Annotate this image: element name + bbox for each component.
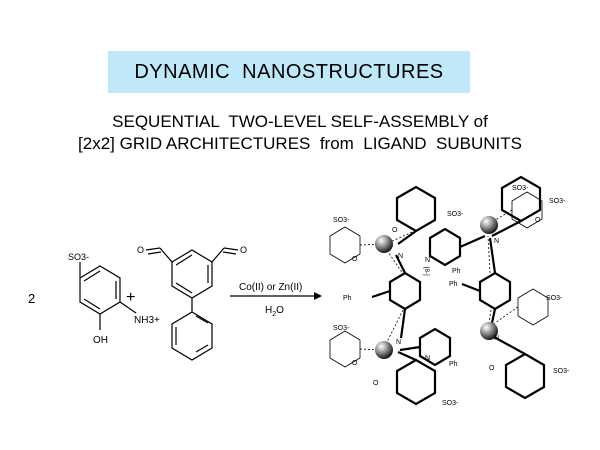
nitrogen-label-3: N (494, 238, 499, 245)
phenyl-label-4: Ph (449, 361, 458, 368)
so3-label: SO3- (68, 252, 89, 262)
coefficient: 2 (28, 291, 35, 306)
metal-ion-bottom-left (375, 341, 393, 359)
sulfonate-label-2: SO3- (549, 198, 566, 205)
oxygen-label-6: O (352, 360, 358, 367)
metal-ion-top-right (480, 216, 498, 234)
oxygen-label-5: O (352, 256, 358, 263)
metal-ion-top-left (375, 235, 393, 253)
nh3-label: NH3+ (134, 315, 160, 326)
sulfonate-label-6: SO3- (442, 400, 459, 407)
aldehyde-oxygen-left: O (137, 245, 144, 255)
grid-complex-product (329, 175, 549, 406)
reactant-biphenyl-dialdehyde (145, 247, 239, 361)
aldehyde-oxygen-right: O (240, 245, 247, 255)
phenyl-label-2: Ph (449, 281, 458, 288)
oxygen-label-4: O (489, 365, 495, 372)
page-title: DYNAMIC NANOSTRUCTURES (108, 51, 470, 93)
metal-ion-bottom-right (480, 322, 498, 340)
oh-label: OH (93, 335, 108, 346)
oxygen-label-3: O (373, 380, 379, 387)
charge-tag: [8-] (423, 267, 429, 276)
sulfonate-label-3: SO3- (512, 185, 529, 192)
sulfonate-label-1: SO3- (447, 211, 464, 218)
nitrogen-label-1: N (398, 253, 403, 260)
reaction-arrow (230, 292, 322, 300)
sulfonate-label-5: SO3- (333, 325, 350, 332)
nitrogen-label-6: N (494, 335, 499, 342)
subtitle-line-2: [2x2] GRID ARCHITECTURES from LIGAND SUB… (78, 134, 522, 153)
sulfonate-label-4: SO3- (333, 217, 350, 224)
sulfonate-label-7: SO3- (553, 368, 570, 375)
phenyl-label-3: Ph (452, 268, 461, 275)
subtitle-line-1: SEQUENTIAL TWO-LEVEL SELF-ASSEMBLY of (112, 112, 488, 131)
nitrogen-label-5: N (425, 355, 430, 362)
nitrogen-label-4: N (396, 339, 401, 346)
reactant-aminophenol-sulfonate (79, 262, 137, 330)
conditions-solvent: H2O (265, 305, 284, 318)
sulfonate-label-8: SO3- (546, 295, 563, 302)
oxygen-label-2: O (535, 217, 541, 224)
nitrogen-label-2: N (425, 257, 430, 264)
phenyl-label-1: Ph (343, 295, 352, 302)
conditions-metal: Co(II) or Zn(II) (239, 282, 302, 293)
plus-sign: + (126, 289, 135, 306)
oxygen-label-1: O (392, 227, 398, 234)
